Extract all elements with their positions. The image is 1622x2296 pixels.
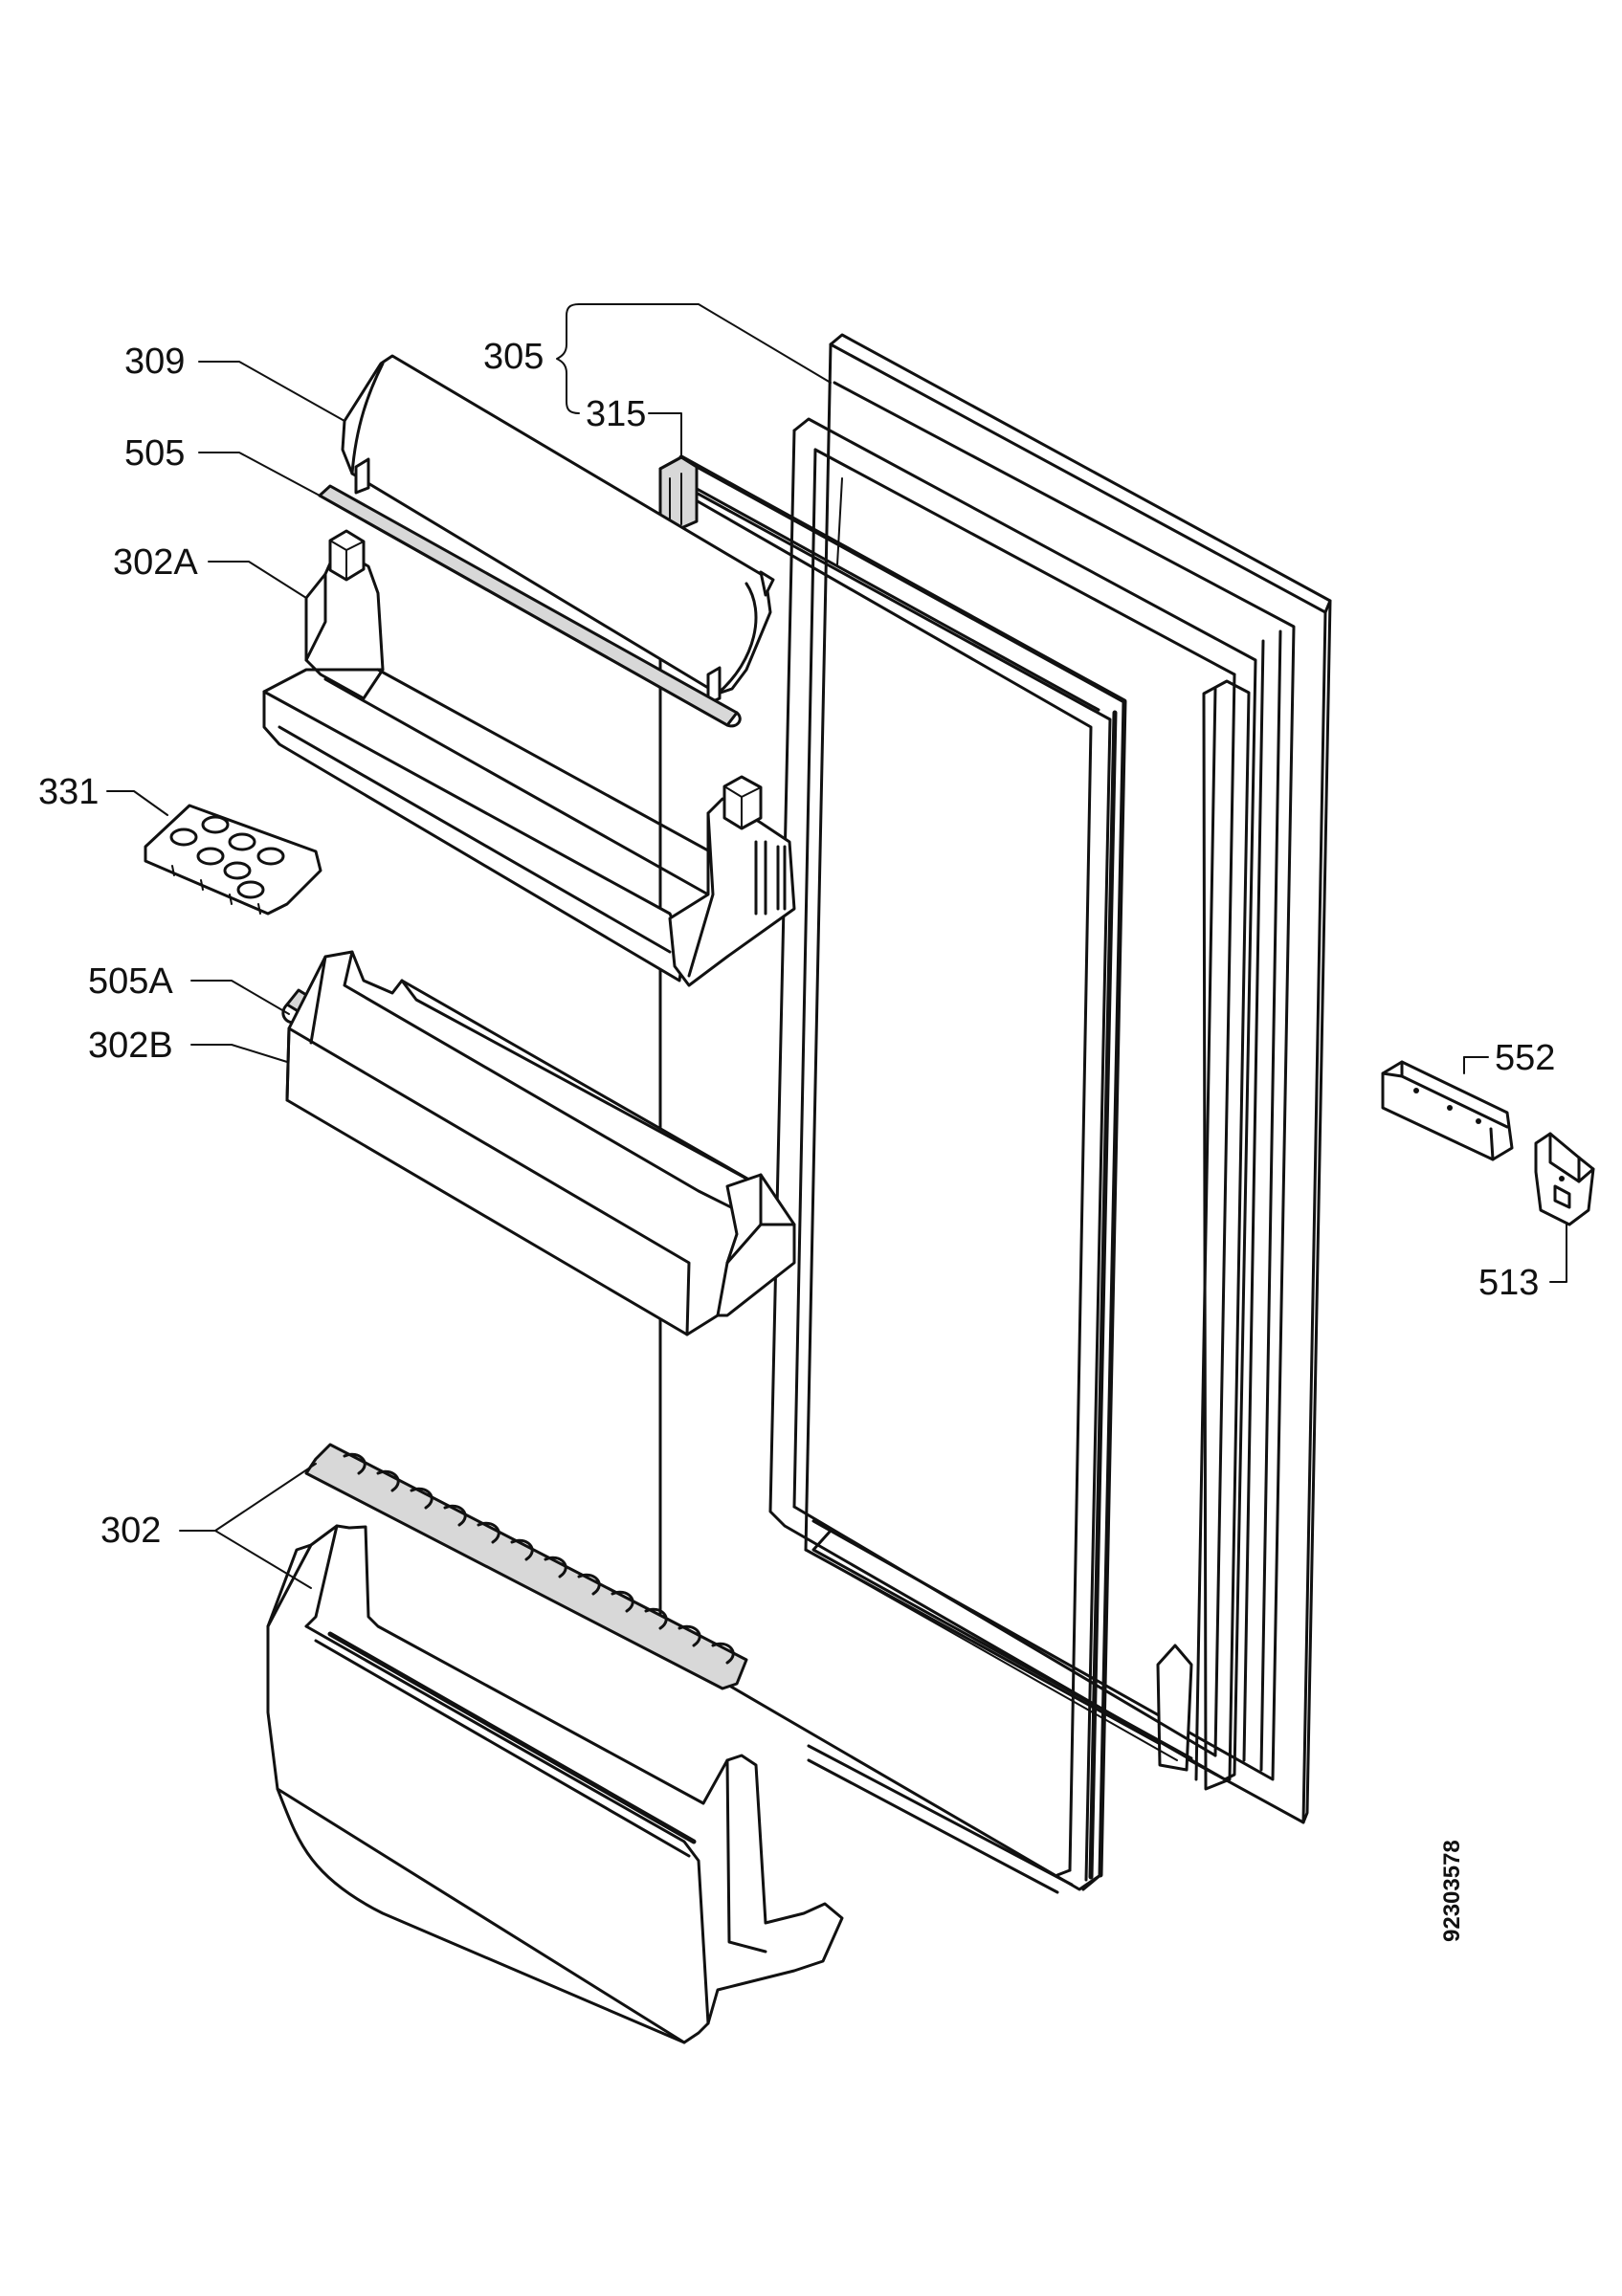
- shelf-strip-505: [318, 484, 742, 728]
- callout-labels: 309 505 302A 305 315 331 505A 302B 552 5…: [38, 337, 1555, 1551]
- door-shelf-302A: [262, 529, 796, 987]
- door-shelf-302B: [285, 950, 796, 1336]
- callout-302B: 302B: [88, 1026, 173, 1066]
- diagram-code: 92303578: [1439, 1840, 1465, 1942]
- callout-315: 315: [586, 394, 646, 434]
- callout-302A: 302A: [113, 542, 198, 583]
- hinge-bracket-513: [1534, 1132, 1595, 1226]
- callout-305: 305: [483, 337, 544, 377]
- bottle-shelf-302: [266, 1443, 844, 2044]
- hinge-plate-552: [1381, 1060, 1514, 1161]
- door-liner: [768, 417, 1257, 1781]
- callout-505A: 505A: [88, 961, 173, 1002]
- callout-513: 513: [1478, 1263, 1539, 1303]
- door-panel: [804, 333, 1332, 1824]
- callout-505: 505: [124, 433, 185, 474]
- callout-309: 309: [124, 342, 185, 382]
- callout-552: 552: [1495, 1038, 1555, 1078]
- callout-302: 302: [100, 1511, 161, 1551]
- egg-tray-331: [144, 804, 322, 916]
- leader-lines: [106, 303, 1567, 1589]
- shelf-flap: [341, 354, 775, 705]
- callout-331: 331: [38, 772, 99, 812]
